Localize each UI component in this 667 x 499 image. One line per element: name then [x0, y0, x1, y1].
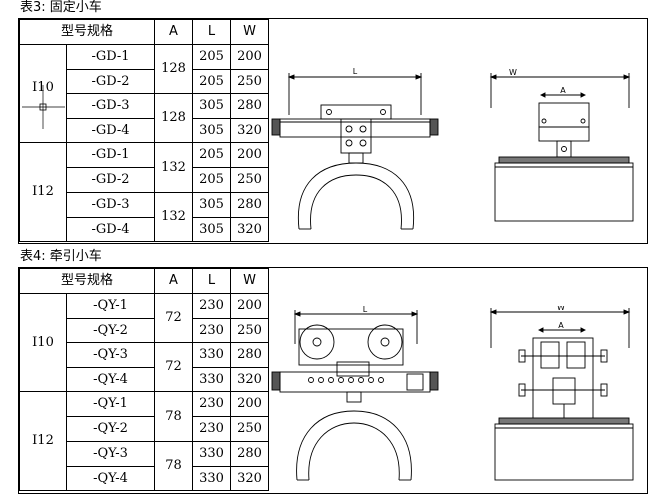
l-cell: 305: [192, 93, 231, 119]
model-cell: -QY-1: [66, 293, 155, 319]
header-w: W: [230, 19, 269, 45]
table3-frame: 型号规格 A L W I10 -GD-1 128 205 200 -GD-2 2…: [18, 18, 648, 244]
a-cell: 132: [154, 142, 193, 193]
header-w: W: [230, 268, 269, 294]
a-cell: 128: [154, 93, 193, 143]
series-label: I12: [19, 391, 67, 491]
a-cell: 72: [154, 293, 193, 343]
w-cell: 280: [230, 441, 269, 467]
header-l: L: [192, 268, 231, 294]
series-label: I12: [19, 142, 67, 242]
w-cell: 320: [230, 466, 269, 491]
w-cell: 320: [230, 118, 269, 143]
header-a: A: [154, 19, 193, 45]
header-model: 型号规格: [19, 268, 155, 294]
header-model: 型号规格: [19, 19, 155, 45]
l-cell: 205: [192, 167, 231, 193]
w-cell: 200: [230, 142, 269, 168]
model-cell: -QY-4: [66, 367, 155, 392]
dimension-l-label: L: [363, 305, 368, 314]
w-cell: 200: [230, 44, 269, 70]
header-a: A: [154, 268, 193, 294]
w-cell: 280: [230, 93, 269, 119]
crosshair-icon: [22, 85, 65, 129]
a-cell: 78: [154, 441, 193, 491]
model-cell: -GD-1: [66, 44, 155, 70]
table4-caption: 表4: 牵引小车: [20, 249, 102, 264]
dimension-w-label: W: [509, 68, 517, 77]
model-cell: -QY-2: [66, 416, 155, 442]
model-cell: -QY-4: [66, 466, 155, 491]
model-cell: -GD-1: [66, 142, 155, 168]
series-label: I10: [32, 79, 54, 95]
l-cell: 205: [192, 44, 231, 70]
a-cell: 128: [154, 44, 193, 94]
w-cell: 200: [230, 391, 269, 417]
series-cell: I10: [19, 44, 67, 143]
w-cell: 280: [230, 342, 269, 368]
l-cell: 305: [192, 192, 231, 218]
l-cell: 305: [192, 118, 231, 143]
table4-frame: 型号规格 A L W I10 -QY-1 72 230 200 -QY-2 23…: [18, 267, 648, 494]
l-cell: 330: [192, 466, 231, 491]
w-cell: 280: [230, 192, 269, 218]
model-cell: -GD-2: [66, 167, 155, 193]
l-cell: 230: [192, 391, 231, 417]
dimension-w-label: W: [557, 306, 565, 312]
w-cell: 320: [230, 367, 269, 392]
model-cell: -GD-3: [66, 93, 155, 119]
table3-spec-table: 型号规格 A L W I10 -GD-1 128 205 200 -GD-2 2…: [19, 19, 269, 242]
traction-trolley-side-view: L: [271, 305, 439, 481]
a-cell: 72: [154, 342, 193, 392]
model-cell: -GD-4: [66, 217, 155, 242]
fixed-trolley-front-view: W A: [489, 68, 634, 222]
table3-caption: 表3: 固定小车: [20, 0, 102, 15]
model-cell: -GD-3: [66, 192, 155, 218]
model-cell: -QY-3: [66, 441, 155, 467]
l-cell: 330: [192, 441, 231, 467]
l-cell: 230: [192, 293, 231, 319]
series-label: I10: [19, 293, 67, 392]
l-cell: 305: [192, 217, 231, 242]
dimension-l-label: L: [353, 67, 358, 76]
model-cell: -QY-1: [66, 391, 155, 417]
fixed-trolley-side-view: L: [271, 67, 439, 230]
a-cell: 78: [154, 391, 193, 442]
l-cell: 330: [192, 342, 231, 368]
model-cell: -GD-2: [66, 69, 155, 94]
w-cell: 250: [230, 69, 269, 94]
model-cell: -QY-3: [66, 342, 155, 368]
w-cell: 320: [230, 217, 269, 242]
model-cell: -GD-4: [66, 118, 155, 143]
header-l: L: [192, 19, 231, 45]
l-cell: 330: [192, 367, 231, 392]
w-cell: 250: [230, 167, 269, 193]
table4-spec-table: 型号规格 A L W I10 -QY-1 72 230 200 -QY-2 23…: [19, 268, 269, 491]
a-cell: 132: [154, 192, 193, 242]
l-cell: 205: [192, 69, 231, 94]
model-cell: -QY-2: [66, 318, 155, 343]
traction-trolley-front-view: W A: [489, 306, 634, 481]
w-cell: 250: [230, 318, 269, 343]
l-cell: 230: [192, 416, 231, 442]
dimension-a-label: A: [560, 86, 566, 95]
l-cell: 230: [192, 318, 231, 343]
l-cell: 205: [192, 142, 231, 168]
w-cell: 250: [230, 416, 269, 442]
dimension-a-label: A: [558, 321, 564, 330]
w-cell: 200: [230, 293, 269, 319]
